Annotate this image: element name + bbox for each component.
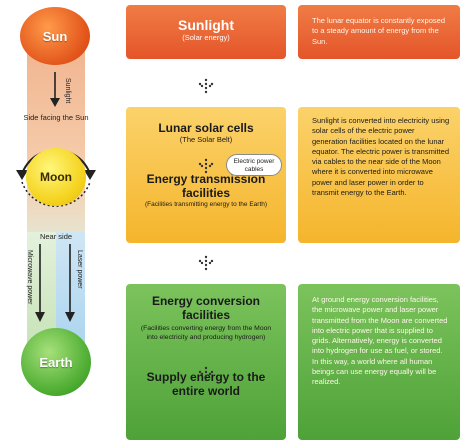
lunar-description: Sunlight is converted into electricity u… [312, 116, 450, 198]
conversion-description-box: At ground energy conversion facilities, … [298, 284, 460, 440]
earth-label: Earth [39, 354, 73, 370]
dotted-arrow-icon [198, 158, 214, 174]
sunlight-box: Sunlight (Solar energy) [126, 5, 286, 59]
sun-circle: Sun [20, 7, 90, 65]
energy-transmission-subtitle: (Facilities transmitting energy to the E… [144, 201, 268, 208]
lunar-description-box: Sunlight is converted into electricity u… [298, 107, 460, 243]
energy-conversion-box: Energy conversion facilities (Facilities… [126, 284, 286, 440]
arrow-down-icon [50, 72, 60, 107]
sunlight-label: Sunlight [64, 78, 71, 104]
moon-label: Moon [40, 170, 72, 184]
sunlight-description-box: The lunar equator is constantly exposed … [298, 5, 460, 59]
moon-circle: Moon [26, 148, 86, 206]
electric-power-cables-label: Electric power cables [233, 158, 275, 173]
sunlight-subtitle: (Solar energy) [182, 33, 230, 42]
energy-conversion-title: Energy conversion facilities [151, 294, 261, 322]
energy-conversion-subtitle: (Facilities converting energy from the M… [140, 325, 272, 341]
conversion-description: At ground energy conversion facilities, … [312, 295, 448, 387]
arrow-down-icon [35, 244, 45, 322]
sun-label: Sun [42, 28, 68, 44]
sunlight-title: Sunlight [178, 17, 234, 33]
dotted-arrow-icon [198, 255, 214, 271]
near-side-label: Near side [39, 232, 73, 241]
dotted-arrow-icon [198, 366, 214, 382]
arrow-down-icon [65, 244, 75, 322]
laser-power-label: Laser power [76, 250, 83, 289]
dotted-arrow-icon [198, 78, 214, 94]
electric-power-cables-bubble: Electric power cables [226, 154, 282, 176]
sunlight-description: The lunar equator is constantly exposed … [312, 16, 445, 46]
lunar-solar-cells-box: Lunar solar cells (The Solar Belt) Energ… [126, 107, 286, 243]
lunar-solar-cells-title: Lunar solar cells [158, 121, 254, 135]
microwave-power-label: Microwave power [26, 250, 33, 305]
side-facing-sun-label: Side facing the Sun [23, 113, 89, 122]
lunar-solar-cells-subtitle: (The Solar Belt) [179, 135, 233, 144]
energy-transmission-title: Energy transmission facilities [146, 172, 266, 200]
earth-circle: Earth [21, 328, 91, 396]
